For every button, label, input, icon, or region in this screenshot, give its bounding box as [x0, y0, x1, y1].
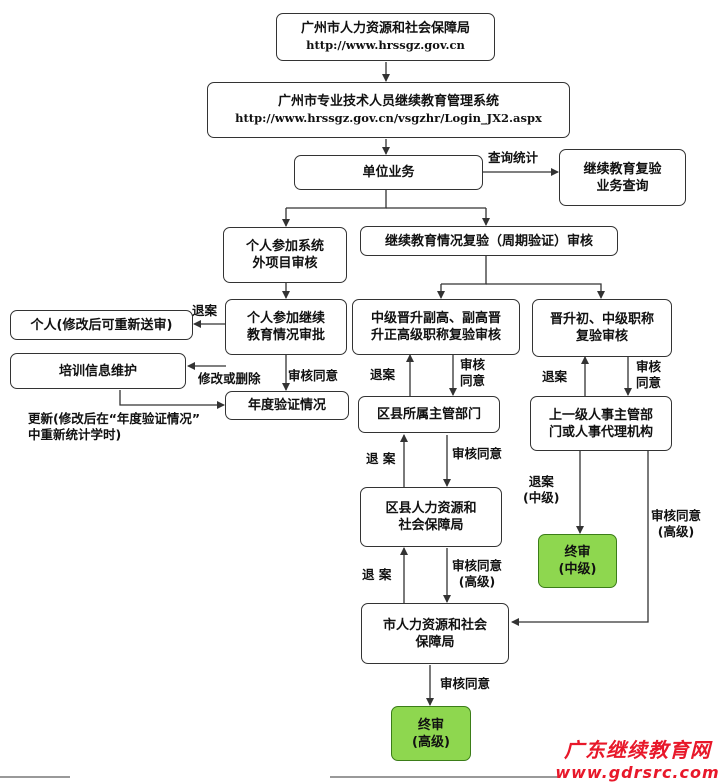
label-approve-senior-right-line1: 审核同意 [651, 508, 702, 523]
label-return-mid-line1: 退案 [528, 474, 554, 489]
node-personal-resubmit: 个人(修改后可重新送审) [10, 310, 193, 340]
arrow-unit-split [286, 190, 387, 209]
node-district-dept-text: 区县所属主管部门 [376, 407, 481, 422]
node-review: 继续教育情况复验（周期验证）审核 [360, 226, 618, 256]
label-approve-city-line1: 审核同意 [452, 558, 503, 573]
label-approve-dept-line2: 同意 [460, 373, 486, 388]
node-external-line2: 外项目审核 [252, 256, 318, 271]
node-annual: 年度验证情况 [225, 391, 349, 420]
label-approve-senior-right-line2: (高级) [657, 524, 695, 539]
node-district-dept: 区县所属主管部门 [358, 396, 500, 433]
node-junior-mid-line1: 晋升初、中级职称 [549, 312, 654, 327]
label-update-line1: 更新(修改后在“年度验证情况” [28, 411, 201, 426]
label-approve-final: 审核同意 [440, 676, 491, 691]
label-update-line2: 中重新统计学时) [28, 427, 122, 442]
node-final-senior: 终审 (高级) [391, 706, 471, 761]
label-approve-superior: 审核 同意 [636, 359, 661, 391]
watermark-title: 广东继续教育网 [564, 738, 711, 762]
label-approve-senior-right: 审核同意 (高级) [651, 508, 701, 540]
node-query: 继续教育复验 业务查询 [559, 149, 686, 206]
node-final-mid-line2: (中级) [558, 562, 597, 577]
node-training: 培训信息维护 [10, 353, 186, 389]
node-query-line1: 继续教育复验 [583, 161, 662, 177]
node-city-hrss: 市人力资源和社会 保障局 [361, 603, 509, 664]
label-approve-city-line2: (高级) [458, 574, 496, 589]
node-external: 个人参加系统 外项目审核 [223, 227, 347, 283]
label-return-mid: 退案 (中级) [523, 474, 559, 506]
label-update: 更新(修改后在“年度验证情况” 中重新统计学时) [28, 411, 200, 443]
label-return-mid-senior: 退案 [370, 367, 396, 382]
label-approve-superior-line2: 同意 [636, 375, 662, 390]
node-district-hrss: 区县人力资源和 社会保障局 [360, 487, 502, 547]
node-training-text: 培训信息维护 [58, 363, 137, 379]
node-personal-approve-line2: 教育情况审批 [246, 328, 325, 343]
node-city-hrss-line2: 保障局 [415, 634, 455, 650]
node-junior-mid-line2: 复验审核 [575, 329, 628, 344]
node-external-line1: 个人参加系统 [245, 239, 324, 254]
node-personal-approve-line1: 个人参加继续 [246, 311, 325, 326]
node-final-mid: 终审 (中级) [538, 534, 617, 588]
label-approve-superior-line1: 审核 [636, 359, 662, 374]
node-hrss-url: http://www.hrssgz.gov.cn [306, 38, 465, 52]
node-personal-resubmit-text: 个人(修改后可重新送审) [30, 317, 173, 333]
node-district-hrss-line1: 区县人力资源和 [385, 501, 477, 516]
node-query-line2: 业务查询 [596, 178, 649, 194]
node-unit-text: 单位业务 [362, 165, 415, 180]
arrow-training-to-annual [119, 390, 225, 409]
node-hrss-title: 广州市人力资源和社会保障局 [300, 21, 470, 36]
label-return-city: 退 案 [362, 567, 392, 582]
node-superior-line2: 门或人事代理机构 [548, 424, 653, 440]
node-superior: 上一级人事主管部 门或人事代理机构 [530, 396, 672, 451]
node-final-senior-line1: 终审 [417, 717, 444, 733]
node-annual-text: 年度验证情况 [247, 398, 326, 413]
node-final-mid-line1: 终审 [564, 545, 591, 560]
node-review-text: 继续教育情况复验（周期验证）审核 [384, 233, 593, 249]
node-system: 广州市专业技术人员继续教育管理系统 http://www.hrssgz.gov.… [207, 82, 570, 138]
label-approve-dept: 审核 同意 [460, 357, 485, 389]
node-mid-senior: 中级晋升副高、副高晋 升正高级职称复验审核 [352, 299, 520, 355]
node-junior-mid: 晋升初、中级职称 复验审核 [532, 299, 672, 357]
label-return-junior: 退案 [542, 369, 568, 384]
label-return-district: 退 案 [366, 451, 396, 466]
node-system-title: 广州市专业技术人员继续教育管理系统 [277, 94, 499, 109]
label-approve-district: 审核同意 [452, 446, 503, 461]
node-mid-senior-line1: 中级晋升副高、副高晋 [370, 311, 501, 326]
node-unit: 单位业务 [294, 155, 483, 190]
arrow-superior-to-city [511, 451, 649, 626]
label-approve-dept-line1: 审核 [460, 357, 486, 372]
label-return-personal: 退案 [192, 303, 218, 318]
node-mid-senior-line2: 升正高级职称复验审核 [370, 328, 501, 343]
node-city-hrss-line1: 市人力资源和社会 [382, 617, 487, 633]
node-personal-approve: 个人参加继续 教育情况审批 [225, 299, 347, 355]
arrow-review-split-left [441, 256, 487, 285]
node-hrss: 广州市人力资源和社会保障局 http://www.hrssgz.gov.cn [276, 13, 495, 61]
watermark: 广东继续教育网 www.gdrsrc.com [555, 734, 720, 782]
label-return-mid-line2: (中级) [523, 490, 560, 505]
label-modify-delete: 修改或删除 [198, 371, 261, 386]
node-final-senior-line2: (高级) [412, 734, 450, 750]
node-district-hrss-line2: 社会保障局 [398, 518, 464, 533]
label-query-stats: 查询统计 [488, 150, 539, 165]
watermark-url: www.gdrsrc.com [555, 763, 720, 782]
node-superior-line1: 上一级人事主管部 [548, 407, 653, 423]
arrow-review-split-right [486, 283, 605, 299]
node-system-url: http://www.hrssgz.gov.cn/vsgzhr/Login_JX… [235, 111, 542, 125]
label-approve-city: 审核同意 (高级) [452, 558, 502, 590]
label-approve-annual: 审核同意 [288, 368, 339, 383]
